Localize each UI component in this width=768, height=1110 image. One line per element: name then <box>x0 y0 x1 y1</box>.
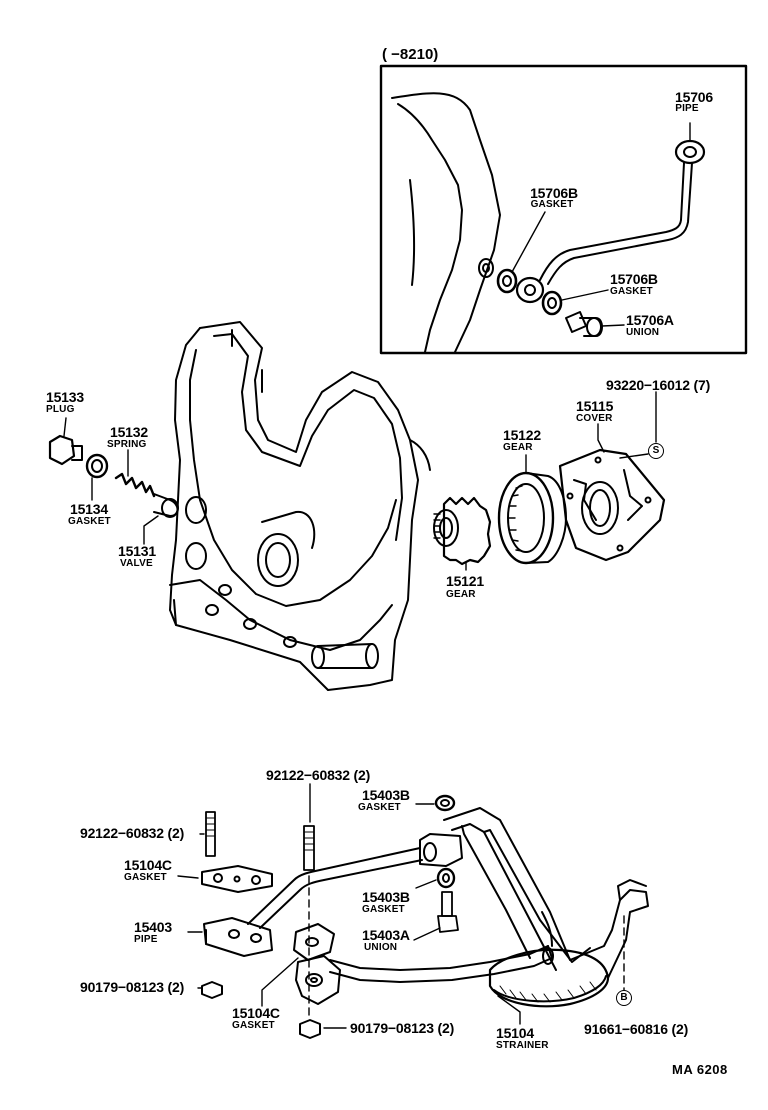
callout-15131-name: VALVE <box>120 558 153 569</box>
marker-b: B <box>616 990 632 1006</box>
callout-15403-name: PIPE <box>134 934 158 945</box>
strainer-leaders <box>177 783 521 1029</box>
callout-92122-number-top: 92122−60832 (2) <box>266 767 371 783</box>
callout-15706-name: PIPE <box>675 103 699 114</box>
callout-15134-name: GASKET <box>68 516 111 527</box>
callout-15104c-number-2: 15104C <box>232 1005 280 1021</box>
callout-15122-name: GEAR <box>503 442 533 453</box>
nut-left <box>201 981 223 999</box>
inset-union-bolt <box>565 311 603 337</box>
callout-15403-number: 15403 <box>134 919 172 935</box>
callout-15115-name: COVER <box>576 413 613 424</box>
callout-15403b-name-1: GASKET <box>358 802 401 813</box>
gasket-flange-upper <box>201 865 273 893</box>
nut-lower <box>299 1019 321 1039</box>
relief-valve-leaders <box>63 417 159 545</box>
driven-gear <box>497 471 567 565</box>
drive-gear <box>433 496 492 566</box>
pipe-flange <box>203 917 273 957</box>
callout-15133-number: 15133 <box>46 389 84 405</box>
inset-gaskets <box>496 268 563 316</box>
callout-15706a-number: 15706A <box>626 312 674 328</box>
callout-15403b-name-2: GASKET <box>362 904 405 915</box>
callout-15132-name: SPRING <box>107 439 147 450</box>
callout-15403a-number: 15403A <box>362 927 410 943</box>
callout-15706b-name-1: GASKET <box>530 199 574 210</box>
callout-15104-number: 15104 <box>496 1025 534 1041</box>
callout-15403a-name: UNION <box>364 942 398 953</box>
callout-15134-number: 15134 <box>70 501 108 517</box>
strainer-flange <box>295 955 341 1005</box>
callout-15104-name: STRAINER <box>496 1040 549 1051</box>
callout-15706b-name-2: GASKET <box>610 286 653 297</box>
callout-15403b-number-2: 15403B <box>362 889 410 905</box>
stud-right <box>303 825 315 1019</box>
stud-left <box>205 811 216 857</box>
inset-pipe <box>515 139 706 304</box>
callout-93220-number: 93220−16012 (7) <box>606 377 711 393</box>
strainer <box>443 807 649 1008</box>
callout-90179-number-lower: 90179−08123 (2) <box>350 1020 455 1036</box>
marker-s: S <box>648 443 664 459</box>
union-bolt <box>437 891 459 933</box>
callout-15122-number: 15122 <box>503 427 541 443</box>
inset-frame <box>379 64 748 355</box>
callout-15132-number: 15132 <box>110 424 148 440</box>
relief-valve-group <box>48 434 179 518</box>
callout-15133-name: PLUG <box>46 404 75 415</box>
callout-92122-number-left: 92122−60832 (2) <box>80 825 185 841</box>
callout-15104c-name-1: GASKET <box>124 872 167 883</box>
callout-15104c-name-2: GASKET <box>232 1020 275 1031</box>
callout-91661-number: 91661−60816 (2) <box>584 1021 689 1037</box>
callout-15121-number: 15121 <box>446 573 484 589</box>
callout-15121-name: GEAR <box>446 589 476 600</box>
callout-15403b-number-1: 15403B <box>362 787 410 803</box>
callout-15706a-name: UNION <box>626 327 660 338</box>
callout-15104c-number-1: 15104C <box>124 857 172 873</box>
callout-15706-number: 15706 <box>675 89 713 105</box>
inset-leaders <box>511 122 691 327</box>
gasket-flange-lower <box>293 923 335 961</box>
oil-pipe <box>247 833 553 983</box>
timing-cover <box>169 321 431 691</box>
callout-15131-number: 15131 <box>118 543 156 559</box>
callout-15115-number: 15115 <box>576 398 614 414</box>
callout-90179-number-left: 90179−08123 (2) <box>80 979 185 995</box>
inset-title: ( −8210) <box>382 46 439 63</box>
pump-leaders <box>465 391 657 571</box>
callout-15706b-number-2: 15706B <box>610 271 658 287</box>
gasket-ring-lower <box>436 867 456 889</box>
callout-15706b-number-1: 15706B <box>530 185 578 201</box>
gasket-ring-upper <box>434 794 456 812</box>
pump-cover <box>558 448 666 562</box>
inset-housing <box>391 92 501 353</box>
drawing-code: MA 6208 <box>672 1062 728 1077</box>
